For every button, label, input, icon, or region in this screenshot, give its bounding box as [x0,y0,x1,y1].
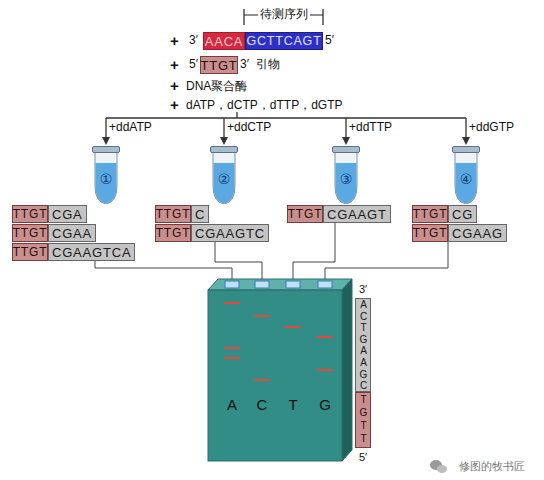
ddntp-label: +ddATP [109,121,152,134]
reagent-label: DNA聚合酶 [186,80,247,93]
plus-sign: + [170,97,179,114]
ddntp-label: +ddCTP [227,121,271,134]
primer-segment: TTGT [155,205,191,223]
span-bracket [244,9,323,25]
strand-end: 3′ [359,283,367,295]
extended-segment: CGA [48,205,87,223]
extended-segment: CGAAGTC [191,224,269,242]
strand-end: 5′ [189,58,198,71]
lane-label: T [288,397,297,414]
strand-end: 3′ [189,34,198,47]
test-tube: ③ [332,146,360,204]
extended-segment: CGAAGT [323,205,391,223]
tube-number: ③ [340,172,353,186]
base-sequence: TTGT [156,208,191,220]
watermark: 修图的牧书匠 [459,460,525,472]
primer-segment: TTGT [412,205,448,223]
base-sequence: TTGT [413,227,448,239]
template-unknown-box: GCTTCAGT [245,32,323,50]
primer-segment: TTGT [12,224,48,242]
reagent-label: dATP，dCTP，dTTP，dGTP [186,99,342,112]
template-known-box: AACA [203,32,245,50]
plus-sign: + [170,57,179,74]
plus-sign: + [170,33,179,50]
plus-sign: + [170,78,179,95]
primer-strip: TGTT [355,392,371,448]
ddntp-label: +ddGTP [469,121,514,134]
watermark-icon [430,460,447,473]
extended-segment: CGAAGTCA [48,243,135,261]
base-sequence: CGAAG [452,227,503,240]
gel-bands [224,303,333,380]
tube-number: ② [218,172,231,186]
loading-lines [95,223,448,281]
strand-end: 5′ [359,451,367,463]
tube-number: ① [100,172,113,186]
base-sequence: TTGT [413,208,448,220]
base-sequence: CGAA [52,227,92,240]
primer-box: TTGT [200,56,238,74]
base-sequence: CGAAGT [327,208,387,221]
base-sequence: CGAAGTCA [52,246,131,259]
strand-end: 3′ [240,58,249,71]
tube-number: ④ [460,172,473,186]
extended-segment: CGAAG [448,224,507,242]
primer-segment: TTGT [412,224,448,242]
base-sequence: GCTTCAGT [246,35,321,48]
lane-label: C [257,397,268,414]
primer-segment: TTGT [12,205,48,223]
extended-segment: CGAA [48,224,96,242]
test-tube: ① [92,146,120,204]
primer-segment: TTGT [287,205,323,223]
base-sequence: TTGT [156,227,191,239]
lane-label: G [319,397,331,414]
test-tube: ④ [452,146,480,204]
base-sequence: C [195,208,205,221]
span-label: 待测序列 [260,8,308,21]
ddntp-label: +ddTTP [349,121,392,134]
extended-segment: C [191,205,209,223]
base-sequence: TTGT [288,208,323,220]
read-sequence-strip: ACTGAAGC [355,298,371,392]
base-sequence: AACA [205,35,244,48]
primer-segment: TTGT [155,224,191,242]
strand-end: 5′ [325,34,334,47]
primer-segment: TTGT [12,243,48,261]
gel-slab [208,279,352,461]
base-sequence: CG [452,208,473,221]
base-sequence: TTGT [13,208,48,220]
primer-label: 引物 [256,58,280,71]
extended-segment: CG [448,205,477,223]
test-tube: ② [210,146,238,204]
base-sequence: CGAAGTC [195,227,265,240]
base-sequence: TGTT [358,394,368,446]
base-sequence: TTGT [200,59,237,72]
base-sequence: TTGT [13,227,48,239]
base-sequence: CGA [52,208,83,221]
base-sequence: TTGT [13,246,48,258]
distribution-arrows [106,112,466,143]
lane-label: A [227,397,237,414]
base-sequence: ACTGAAGC [358,299,368,392]
